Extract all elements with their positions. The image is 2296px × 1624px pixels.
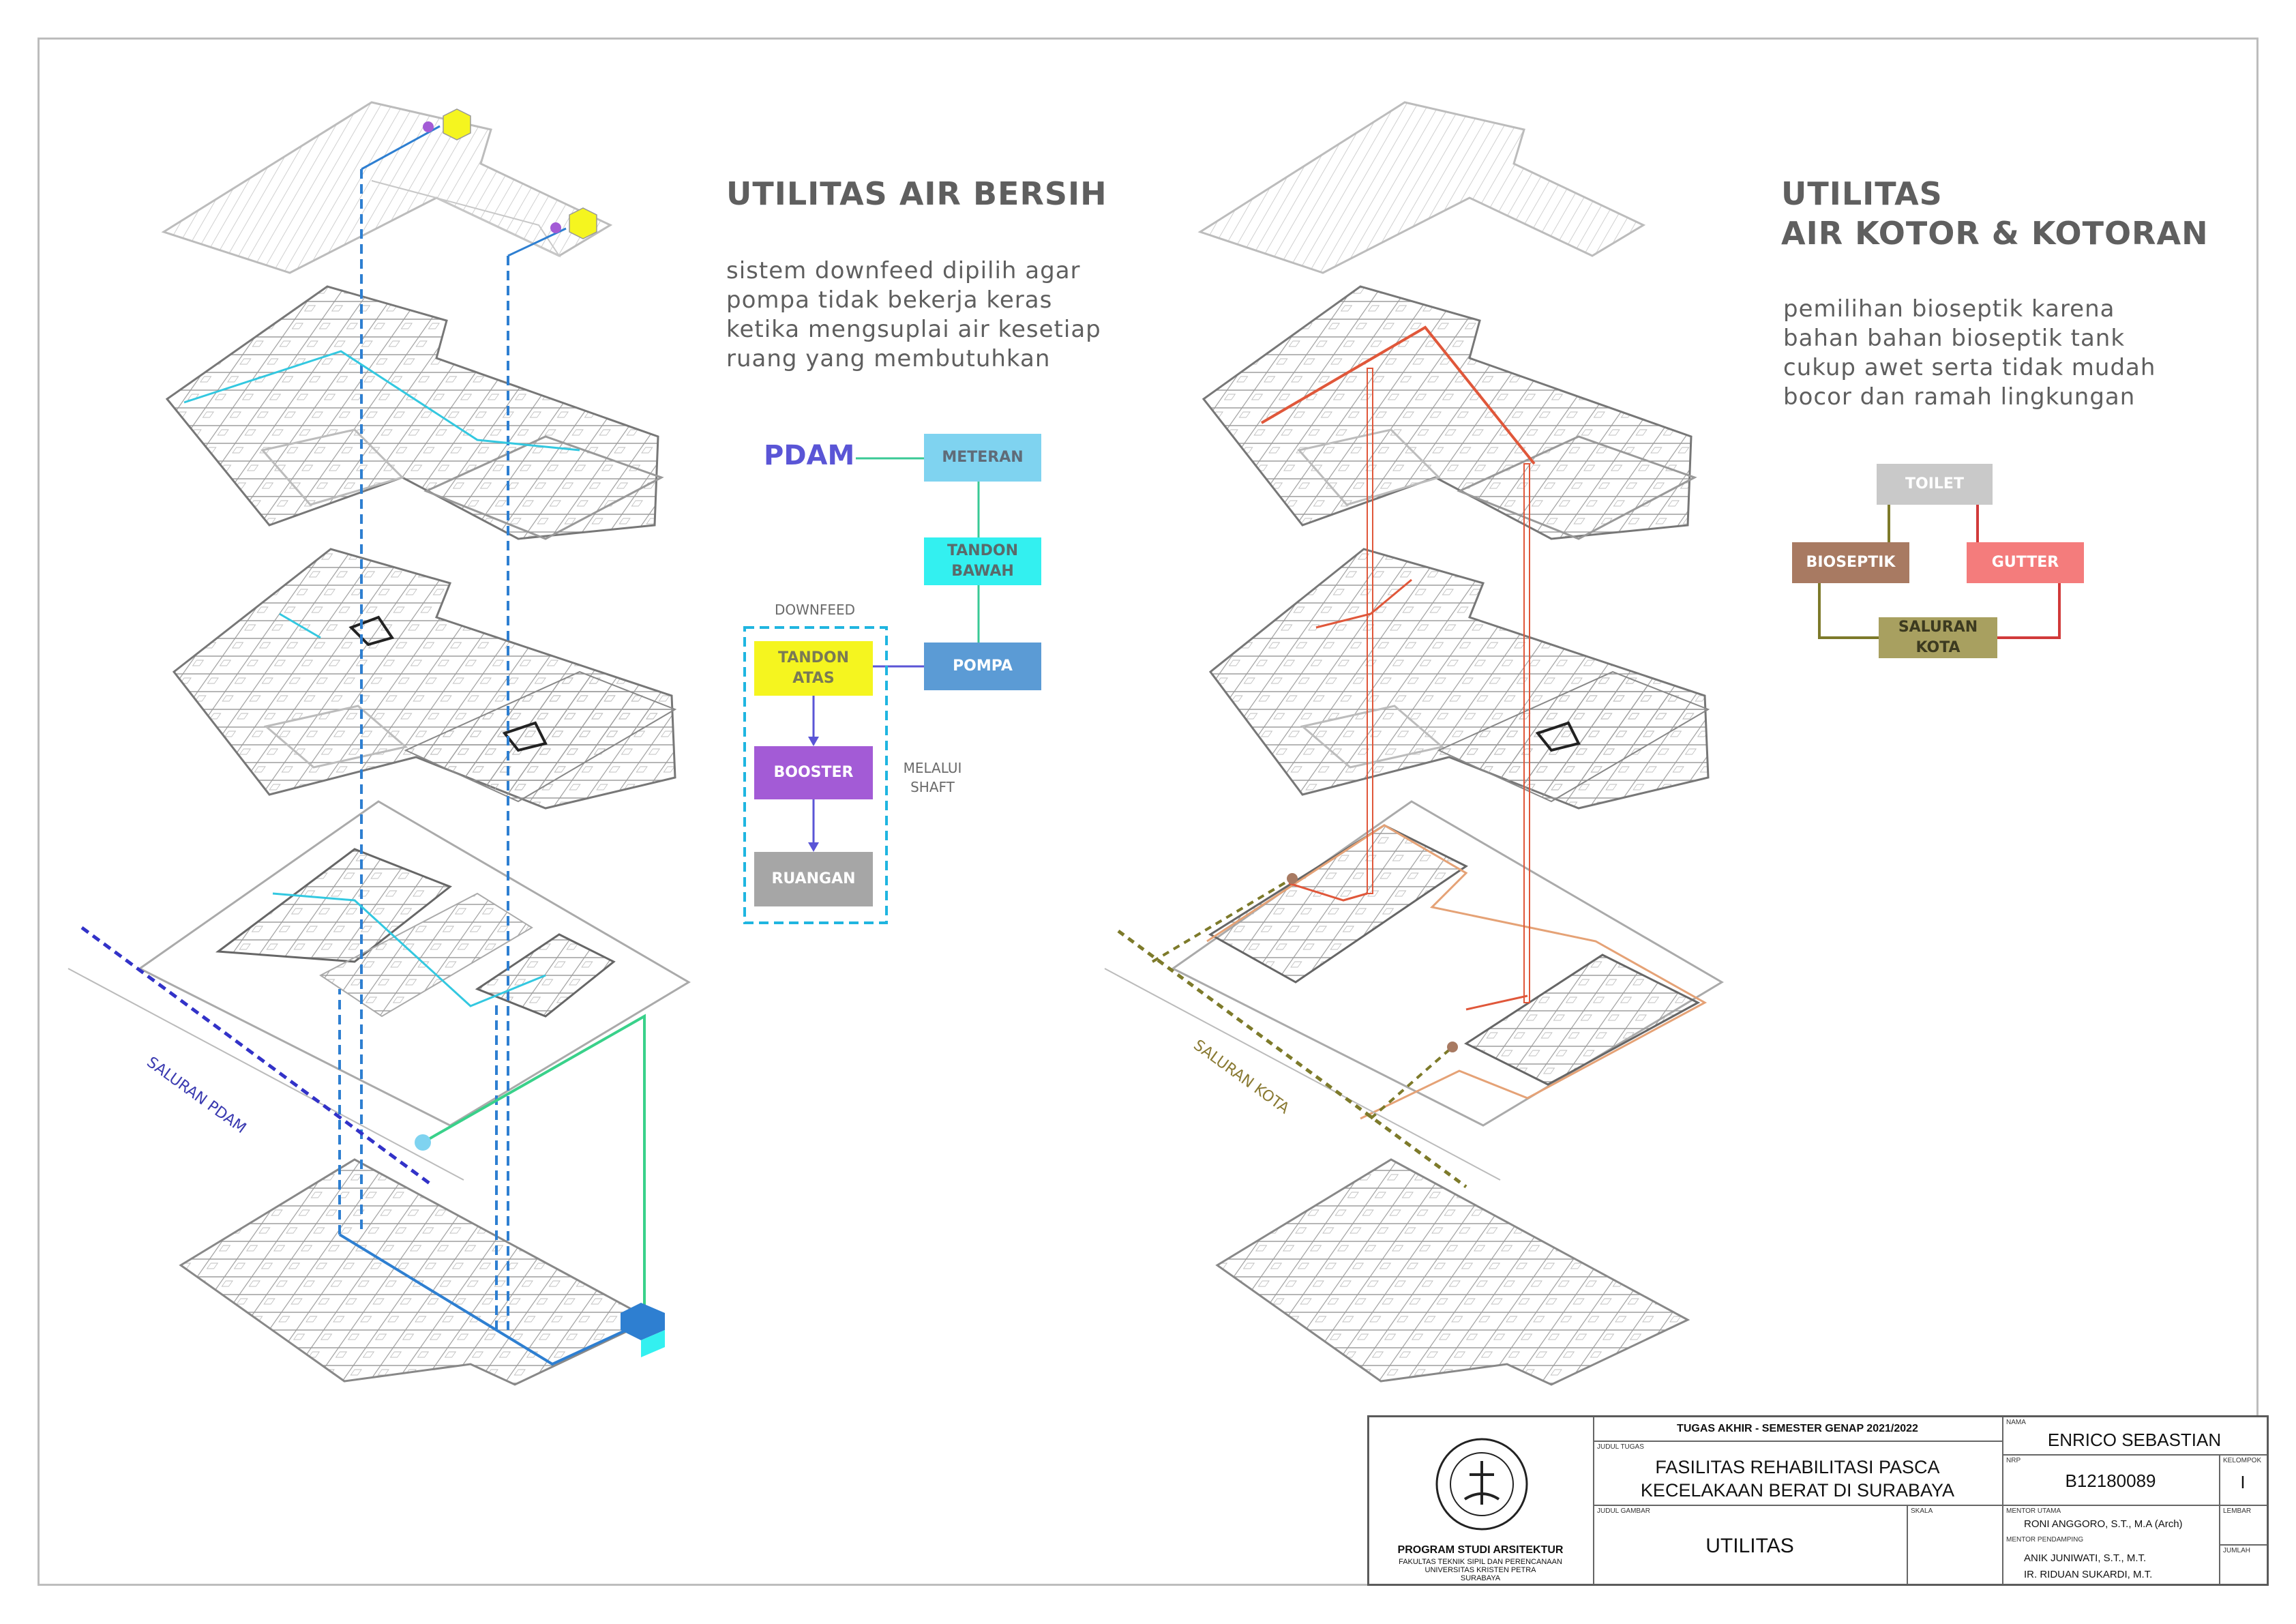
right-basement-plan	[1215, 1158, 1690, 1386]
tandon-bawah-box: TANDON BAWAH	[924, 537, 1041, 585]
judul-gambar-cell: JUDUL GAMBAR UTILITAS	[1594, 1505, 1907, 1584]
mentor-pendamping-label: MENTOR PENDAMPING	[2006, 1536, 2084, 1544]
kelompok-cell: KELOMPOK I	[2220, 1455, 2267, 1505]
title-block-logo-cell: PROGRAM STUDI ARSITEKTUR FAKULTAS TEKNIK…	[1369, 1417, 1594, 1584]
mentor-cell: MENTOR UTAMA RONI ANGGORO, S.T., M.A (Ar…	[2003, 1505, 2220, 1584]
water-tank-markers	[415, 108, 665, 1357]
right-upper-floor-plan	[1202, 285, 1697, 540]
left-panel-description: sistem downfeed dipilih agar pompa tidak…	[726, 257, 1101, 372]
ruangan-box: RUANGAN	[754, 852, 873, 906]
judul-gambar-value: UTILITAS	[1705, 1535, 1794, 1557]
downfeed-label: DOWNFEED	[774, 602, 856, 618]
right-ground-floor-plan	[1104, 800, 1724, 1181]
jumlah-cell: JUMLAH	[2220, 1545, 2267, 1584]
course-title: TUGAS AKHIR - SEMESTER GENAP 2021/2022	[1677, 1423, 1918, 1434]
mentor-pendamping-1: ANIK JUNIWATI, S.T., M.T.	[2024, 1552, 2147, 1564]
skala-cell: SKALA	[1907, 1505, 2003, 1584]
kelompok-label: KELOMPOK	[2223, 1457, 2262, 1464]
right-panel-description: pemilihan bioseptik karena bahan bahan b…	[1783, 295, 2156, 411]
lembar-cell: LEMBAR	[2220, 1505, 2267, 1545]
meteran-box: METERAN	[924, 434, 1041, 482]
judul-tugas-label: JUDUL TUGAS	[1597, 1443, 1644, 1451]
right-panel-title-line1: UTILITAS	[1781, 175, 1943, 212]
right-middle-floor-plan	[1208, 548, 1710, 810]
mentor-utama-value: RONI ANGGORO, S.T., M.A (Arch)	[2024, 1518, 2183, 1530]
saluran-kota-line	[1117, 873, 1467, 1189]
booster-box: BOOSTER	[754, 746, 873, 799]
melalui-shaft-label: MELALUI SHAFT	[903, 760, 962, 795]
saluran-kota-box: SALURAN KOTA	[1879, 617, 1997, 658]
clean-water-pipes	[183, 125, 646, 1366]
bioseptik-box: BIOSEPTIK	[1792, 542, 1909, 583]
nrp-value: B12180089	[2065, 1471, 2156, 1491]
nrp-label: NRP	[2006, 1457, 2021, 1464]
judul-tugas-cell: JUDUL TUGAS FASILITAS REHABILITASI PASCA…	[1594, 1441, 2003, 1505]
nama-label: NAMA	[2006, 1419, 2026, 1426]
pompa-box: POMPA	[924, 643, 1041, 690]
toilet-box: TOILET	[1877, 464, 1993, 505]
mentor-pendamping-2: IR. RIDUAN SUKARDI, M.T.	[2024, 1569, 2153, 1580]
pdam-source-label: PDAM	[764, 440, 855, 471]
left-roof-plan	[161, 101, 613, 274]
university-seal-logo	[1435, 1438, 1528, 1531]
skala-label: SKALA	[1911, 1507, 1933, 1515]
course-cell: TUGAS AKHIR - SEMESTER GENAP 2021/2022	[1594, 1417, 2003, 1441]
left-basement-plan	[179, 1158, 654, 1386]
mentor-utama-label: MENTOR UTAMA	[2006, 1507, 2061, 1515]
faculty-name: FAKULTAS TEKNIK SIPIL DAN PERENCANAAN UN…	[1399, 1558, 1562, 1582]
nama-value: ENRICO SEBASTIAN	[2047, 1430, 2222, 1450]
saluran-pdam-line	[80, 926, 431, 1185]
left-upper-floor-plan	[165, 285, 664, 540]
jumlah-label: JUMLAH	[2223, 1547, 2251, 1554]
lembar-label: LEMBAR	[2223, 1507, 2252, 1515]
title-block: PROGRAM STUDI ARSITEKTUR FAKULTAS TEKNIK…	[1367, 1415, 2269, 1586]
kelompok-value: I	[2240, 1472, 2246, 1492]
right-panel-title-line2: AIR KOTOR & KOTORAN	[1781, 215, 2209, 252]
judul-tugas-value: FASILITAS REHABILITASI PASCA KECELAKAAN …	[1640, 1457, 1955, 1501]
nama-cell: NAMA ENRICO SEBASTIAN	[2003, 1417, 2267, 1455]
judul-gambar-label: JUDUL GAMBAR	[1597, 1507, 1650, 1515]
gutter-box: GUTTER	[1967, 542, 2084, 583]
waste-water-pipes	[1260, 325, 1536, 1011]
nrp-cell: NRP B12180089	[2003, 1455, 2220, 1505]
left-panel-title: UTILITAS AIR BERSIH	[726, 175, 1107, 212]
program-name: PROGRAM STUDI ARSITEKTUR	[1397, 1544, 1564, 1556]
right-roof-plan	[1197, 101, 1646, 274]
tandon-atas-box: TANDON ATAS	[754, 641, 873, 696]
left-middle-floor-plan	[172, 548, 677, 810]
drawing-sheet-border	[38, 38, 2258, 1586]
